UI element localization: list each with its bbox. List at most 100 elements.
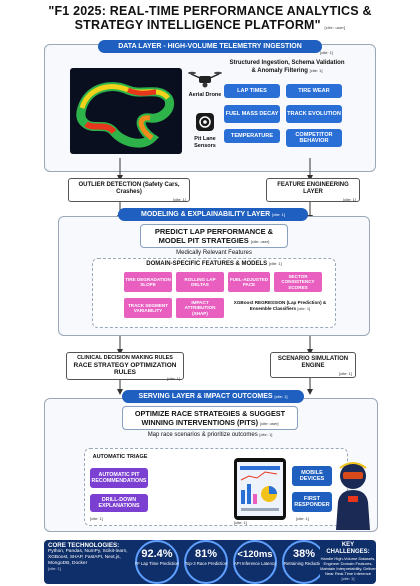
modeling-header-cite: [cite: 1] — [272, 212, 285, 217]
stat-latency-label: API Inference Latency — [233, 561, 277, 566]
stat-r2: 92.4% R² Lap Time Prediction — [133, 548, 181, 566]
triage-pit-recommendations: AUTOMATIC PIT RECOMMENDATIONS — [90, 468, 148, 488]
track-heatmap — [70, 68, 182, 154]
core-tech: CORE TECHNOLOGIES: Python, Pandas, NumPy… — [48, 542, 132, 582]
triage-drill-down: DRILL-DOWN EXPLANATIONS — [90, 494, 148, 512]
clinical-line-2: RACE STRATEGY OPTIMIZATION RULES — [73, 361, 177, 376]
feature-shap: IMPACT ATTRIBUTION (SHAP) — [176, 298, 224, 318]
scenario-cite: [cite: 1] — [339, 371, 352, 376]
domain-title: DOMAIN-SPECIFIC FEATURES & MODELS [cite:… — [92, 261, 336, 267]
serving-header-text: SERVING LAYER & IMPACT OUTCOMES — [138, 393, 273, 400]
modeling-header: MODELING & EXPLAINABILITY LAYER [cite: 1… — [118, 208, 308, 221]
tablet-screen — [237, 462, 283, 516]
stat-latency-value: <120ms — [237, 549, 273, 560]
stat-retraining-value: 38% — [292, 548, 316, 560]
feature-tire-degradation: TIRE DEGRADATION SLOPE — [124, 272, 172, 292]
predict-box: PREDICT LAP PERFORMANCE & MODEL PIT STRA… — [140, 224, 288, 248]
drone-label: Aerial Drone — [188, 92, 222, 98]
serving-header-cite: [cite: 1] — [274, 394, 288, 399]
data-layer-header-text: DATA LAYER - HIGH-VOLUME TELEMETRY INGES… — [118, 43, 302, 50]
sensor-label: Pit Lane Sensors — [194, 136, 216, 149]
stat-top3-value: 81% — [194, 548, 218, 560]
feature-fuel-pace: FUEL-ADJUSTED PACE — [228, 272, 270, 292]
map-cite: [cite: 1] — [259, 432, 273, 437]
stat-latency: <120ms API Inference Latency — [231, 548, 279, 566]
metric-competitor: COMPETITOR BEHAVIOR — [286, 129, 342, 147]
optimize-wrap: OPTIMIZE RACE STRATEGIES & SUGGEST WINNI… — [123, 407, 297, 428]
challenges-title: KEY CHALLENGES: — [326, 542, 370, 555]
optimize-cite: [cite: user] — [260, 421, 279, 426]
stat-r2-value: 92.4% — [141, 548, 173, 560]
dashboard-tablet — [234, 458, 286, 520]
feature-rolling-lap: ROLLING LAP DELTAS — [176, 272, 224, 292]
metric-temperature: TEMPERATURE — [224, 129, 280, 143]
feature-eng-label: FEATURE ENGINEERING LAYER — [277, 182, 349, 195]
scenario-box: SCENARIO SIMULATION ENGINE [cite: 1] — [270, 352, 356, 378]
stat-retraining-label: Retraining Reduction — [283, 561, 325, 566]
core-text: Python, Pandas, NumPy, Scikit-learn, XGB… — [48, 549, 128, 566]
stat-circle-2 — [184, 540, 228, 584]
predict-wrap: PREDICT LAP PERFORMANCE & MODEL PIT STRA… — [141, 225, 287, 246]
core-cite: [cite: 1] — [48, 566, 61, 572]
drone-icon — [188, 68, 222, 90]
feature-engineering-box: FEATURE ENGINEERING LAYER [cite: 1] — [266, 178, 360, 202]
stat-r2-label: R² Lap Time Prediction — [135, 561, 179, 566]
domain-cite: [cite: 1] — [268, 261, 282, 266]
feature-track-segment: TRACK SEGMENT VARIABILITY — [124, 298, 172, 318]
key-challenges: KEY CHALLENGES: Handle High-Volume Datas… — [320, 542, 376, 582]
core-title: CORE TECHNOLOGIES: — [48, 542, 120, 549]
scenario-label: SCENARIO SIMULATION ENGINE — [277, 356, 349, 369]
driver-icon — [330, 456, 376, 530]
clinical-cite: [cite: 1] — [167, 375, 180, 381]
title-line-2: STRATEGY INTELLIGENCE PLATFORM" — [74, 18, 321, 32]
data-layer-header: DATA LAYER - HIGH-VOLUME TELEMETRY INGES… — [98, 40, 322, 53]
sensor-icon — [193, 110, 217, 134]
challenges-cite: [cite: 1] — [341, 576, 355, 581]
metric-fuel-mass: FUEL MASS DECAY — [224, 105, 280, 123]
xgb-cite: [cite: 1] — [297, 305, 311, 311]
track-heatmap-icon — [76, 82, 174, 148]
data-layer-cite: [cite: 1] — [320, 50, 333, 55]
map-scenarios: Map race scenarios & prioritize outcomes… — [122, 432, 298, 438]
title-line-2-wrap: STRATEGY INTELLIGENCE PLATFORM" [cite: u… — [0, 18, 420, 35]
outlier-detection-box: OUTLIER DETECTION (Safety Cars, Crashes)… — [68, 178, 190, 202]
optimize-text: OPTIMIZE RACE STRATEGIES & SUGGEST WINNI… — [134, 409, 286, 427]
stat-circle-1 — [135, 540, 179, 584]
triage-title: AUTOMATIC TRIAGE — [92, 454, 148, 460]
device-mobile: MOBILE DEVICES — [292, 466, 332, 486]
optimize-box: OPTIMIZE RACE STRATEGIES & SUGGEST WINNI… — [122, 406, 298, 430]
outlier-label: OUTLIER DETECTION (Safety Cars, Crashes) — [78, 182, 180, 195]
screen-cite: [cite: 1] — [234, 520, 247, 525]
domain-title-text: DOMAIN-SPECIFIC FEATURES & MODELS — [146, 261, 268, 267]
feature-eng-cite: [cite: 1] — [343, 197, 356, 202]
metric-track-evolution: TRACK EVOLUTION — [286, 105, 342, 123]
title-cite: [cite: user] — [324, 25, 346, 30]
challenges-text: Handle High-Volume Datasets, Engineer Do… — [320, 556, 376, 576]
clinical-line-1: CLINICAL DECISION MAKING RULES — [77, 355, 173, 361]
ingestion-title: Structured Ingestion, Schema Validation … — [228, 60, 346, 88]
stat-retraining: 38% Retraining Reduction — [280, 548, 328, 566]
feature-sector-consistency: SECTOR CONSISTENCY SCORES — [274, 272, 322, 292]
outlier-cite: [cite: 1] — [173, 197, 186, 202]
stat-top3-label: Top-3 Race Prediction — [184, 561, 228, 566]
ingestion-title-text: Structured Ingestion, Schema Validation … — [229, 60, 345, 74]
predict-cite: [cite: user] — [250, 239, 270, 244]
medically-relevant: Medically Relevant Features — [176, 250, 252, 256]
ingestion-cite: [cite: 1] — [309, 68, 323, 73]
clinical-rules-box: CLINICAL DECISION MAKING RULES RACE STRA… — [66, 352, 184, 381]
stat-circle-3 — [233, 540, 277, 584]
serving-header: SERVING LAYER & IMPACT OUTCOMES [cite: 1… — [122, 390, 304, 403]
stat-top3: 81% Top-3 Race Prediction — [182, 548, 230, 566]
metric-tire-wear: TIRE WEAR — [286, 84, 342, 98]
device-first-responder: FIRST RESPONDER — [292, 492, 332, 512]
title-line-1: "F1 2025: REAL-TIME PERFORMANCE ANALYTIC… — [48, 4, 372, 18]
xgb-text: XGBoost REGRESSION (Lap Prediction) & En… — [233, 300, 327, 311]
devices-cite: [cite: 1] — [296, 516, 309, 521]
xgb-model: XGBoost REGRESSION (Lap Prediction) & En… — [228, 300, 332, 318]
metric-lap-times: LAP TIMES — [224, 84, 280, 98]
modeling-header-text: MODELING & EXPLAINABILITY LAYER — [141, 211, 271, 218]
map-text: Map race scenarios & prioritize outcomes — [147, 432, 258, 438]
triage-cite: [cite: 1] — [90, 516, 103, 521]
page-title: "F1 2025: REAL-TIME PERFORMANCE ANALYTIC… — [0, 4, 420, 35]
